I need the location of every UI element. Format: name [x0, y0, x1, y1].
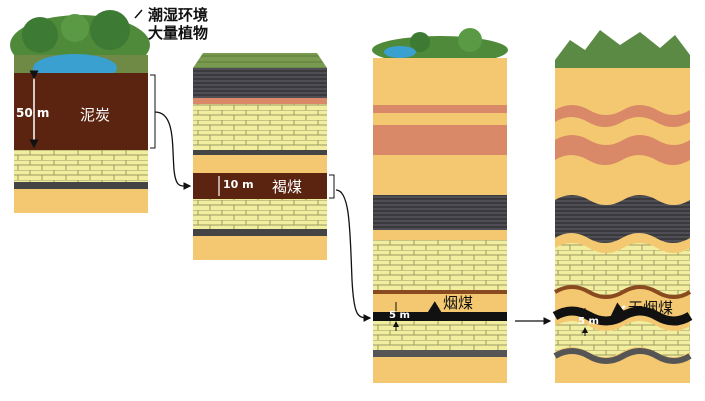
- anthracite-column: [552, 30, 693, 383]
- bituminous-thickness: 5 m: [389, 310, 410, 321]
- anthracite-thickness: 5 m: [578, 316, 599, 327]
- caption-line-humid: 潮湿环境: [148, 6, 209, 24]
- peat-column: [10, 9, 156, 213]
- lignite-column: [154, 53, 335, 260]
- lignite-thickness: 10 m: [223, 178, 254, 191]
- caption-line-plants: 大量植物: [148, 24, 209, 42]
- peat-thickness: 50 m: [16, 106, 50, 120]
- peat-label: 泥炭: [80, 106, 111, 124]
- bituminous-label: 烟煤: [443, 294, 474, 312]
- bituminous-column: [335, 28, 552, 383]
- lignite-label: 褐煤: [272, 178, 303, 196]
- anthracite-label: 无烟煤: [628, 299, 674, 317]
- environment-caption: 潮湿环境 大量植物: [148, 6, 208, 42]
